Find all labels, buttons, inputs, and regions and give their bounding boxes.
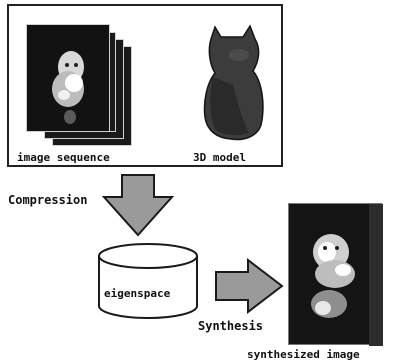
synthesized-image-label: synthesized image: [247, 348, 360, 361]
eigenspace-database-icon: [96, 240, 202, 322]
compression-label: Compression: [8, 193, 87, 207]
synthesis-label: Synthesis: [198, 319, 263, 333]
3d-model-figure: [197, 21, 269, 143]
eigenspace-label: eigenspace: [104, 287, 170, 300]
image-sequence-label: image sequence: [17, 151, 110, 164]
synthesis-arrow: [214, 258, 284, 314]
synthesized-cat-figure: [289, 204, 383, 346]
image-sequence-frame-1: [26, 24, 110, 132]
compression-arrow: [106, 172, 176, 238]
input-panel: image sequence 3D model: [7, 4, 283, 167]
3d-model-label: 3D model: [193, 151, 246, 164]
image-sequence-cat-figure: [27, 25, 111, 133]
synthesized-image: [288, 203, 382, 345]
